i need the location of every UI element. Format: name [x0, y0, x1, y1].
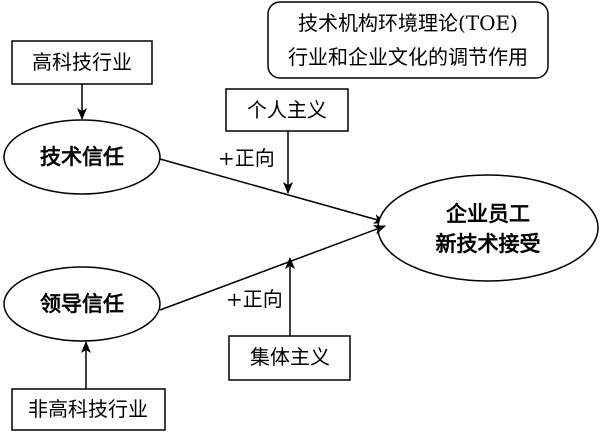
collectivism-label: 集体主义: [250, 345, 330, 369]
tech-trust-effect-label: +正向: [218, 146, 275, 170]
title-box: 技术机构环境理论(TOE) 行业和企业文化的调节作用: [267, 1, 549, 79]
tech-trust-label: 技术信任: [40, 145, 124, 169]
non-high-tech-box: 非高科技行业: [11, 388, 166, 431]
outcome-ellipse: 企业员工 新技术接受: [377, 174, 599, 282]
outcome-label-2: 新技术接受: [436, 232, 541, 256]
title-line-1: 技术机构环境理论(TOE): [298, 11, 518, 35]
arrow-tech-trust-to-outcome: [159, 158, 386, 224]
leader-trust-effect-label: +正向: [226, 287, 283, 311]
leader-trust-label: 领导信任: [40, 292, 124, 316]
individualism-box: 个人主义: [225, 88, 349, 132]
leader-trust-ellipse: 领导信任: [3, 266, 161, 342]
high-tech-label: 高科技行业: [32, 50, 132, 74]
collectivism-box: 集体主义: [228, 335, 351, 381]
title-line-2: 行业和企业文化的调节作用: [288, 45, 528, 69]
high-tech-box: 高科技行业: [11, 40, 153, 85]
tech-trust-ellipse: 技术信任: [3, 119, 161, 195]
outcome-label-1: 企业员工: [445, 202, 530, 226]
individualism-label: 个人主义: [247, 98, 327, 122]
non-high-tech-label: 非高科技行业: [28, 397, 148, 421]
arrow-leader-trust-to-outcome: [159, 225, 386, 311]
